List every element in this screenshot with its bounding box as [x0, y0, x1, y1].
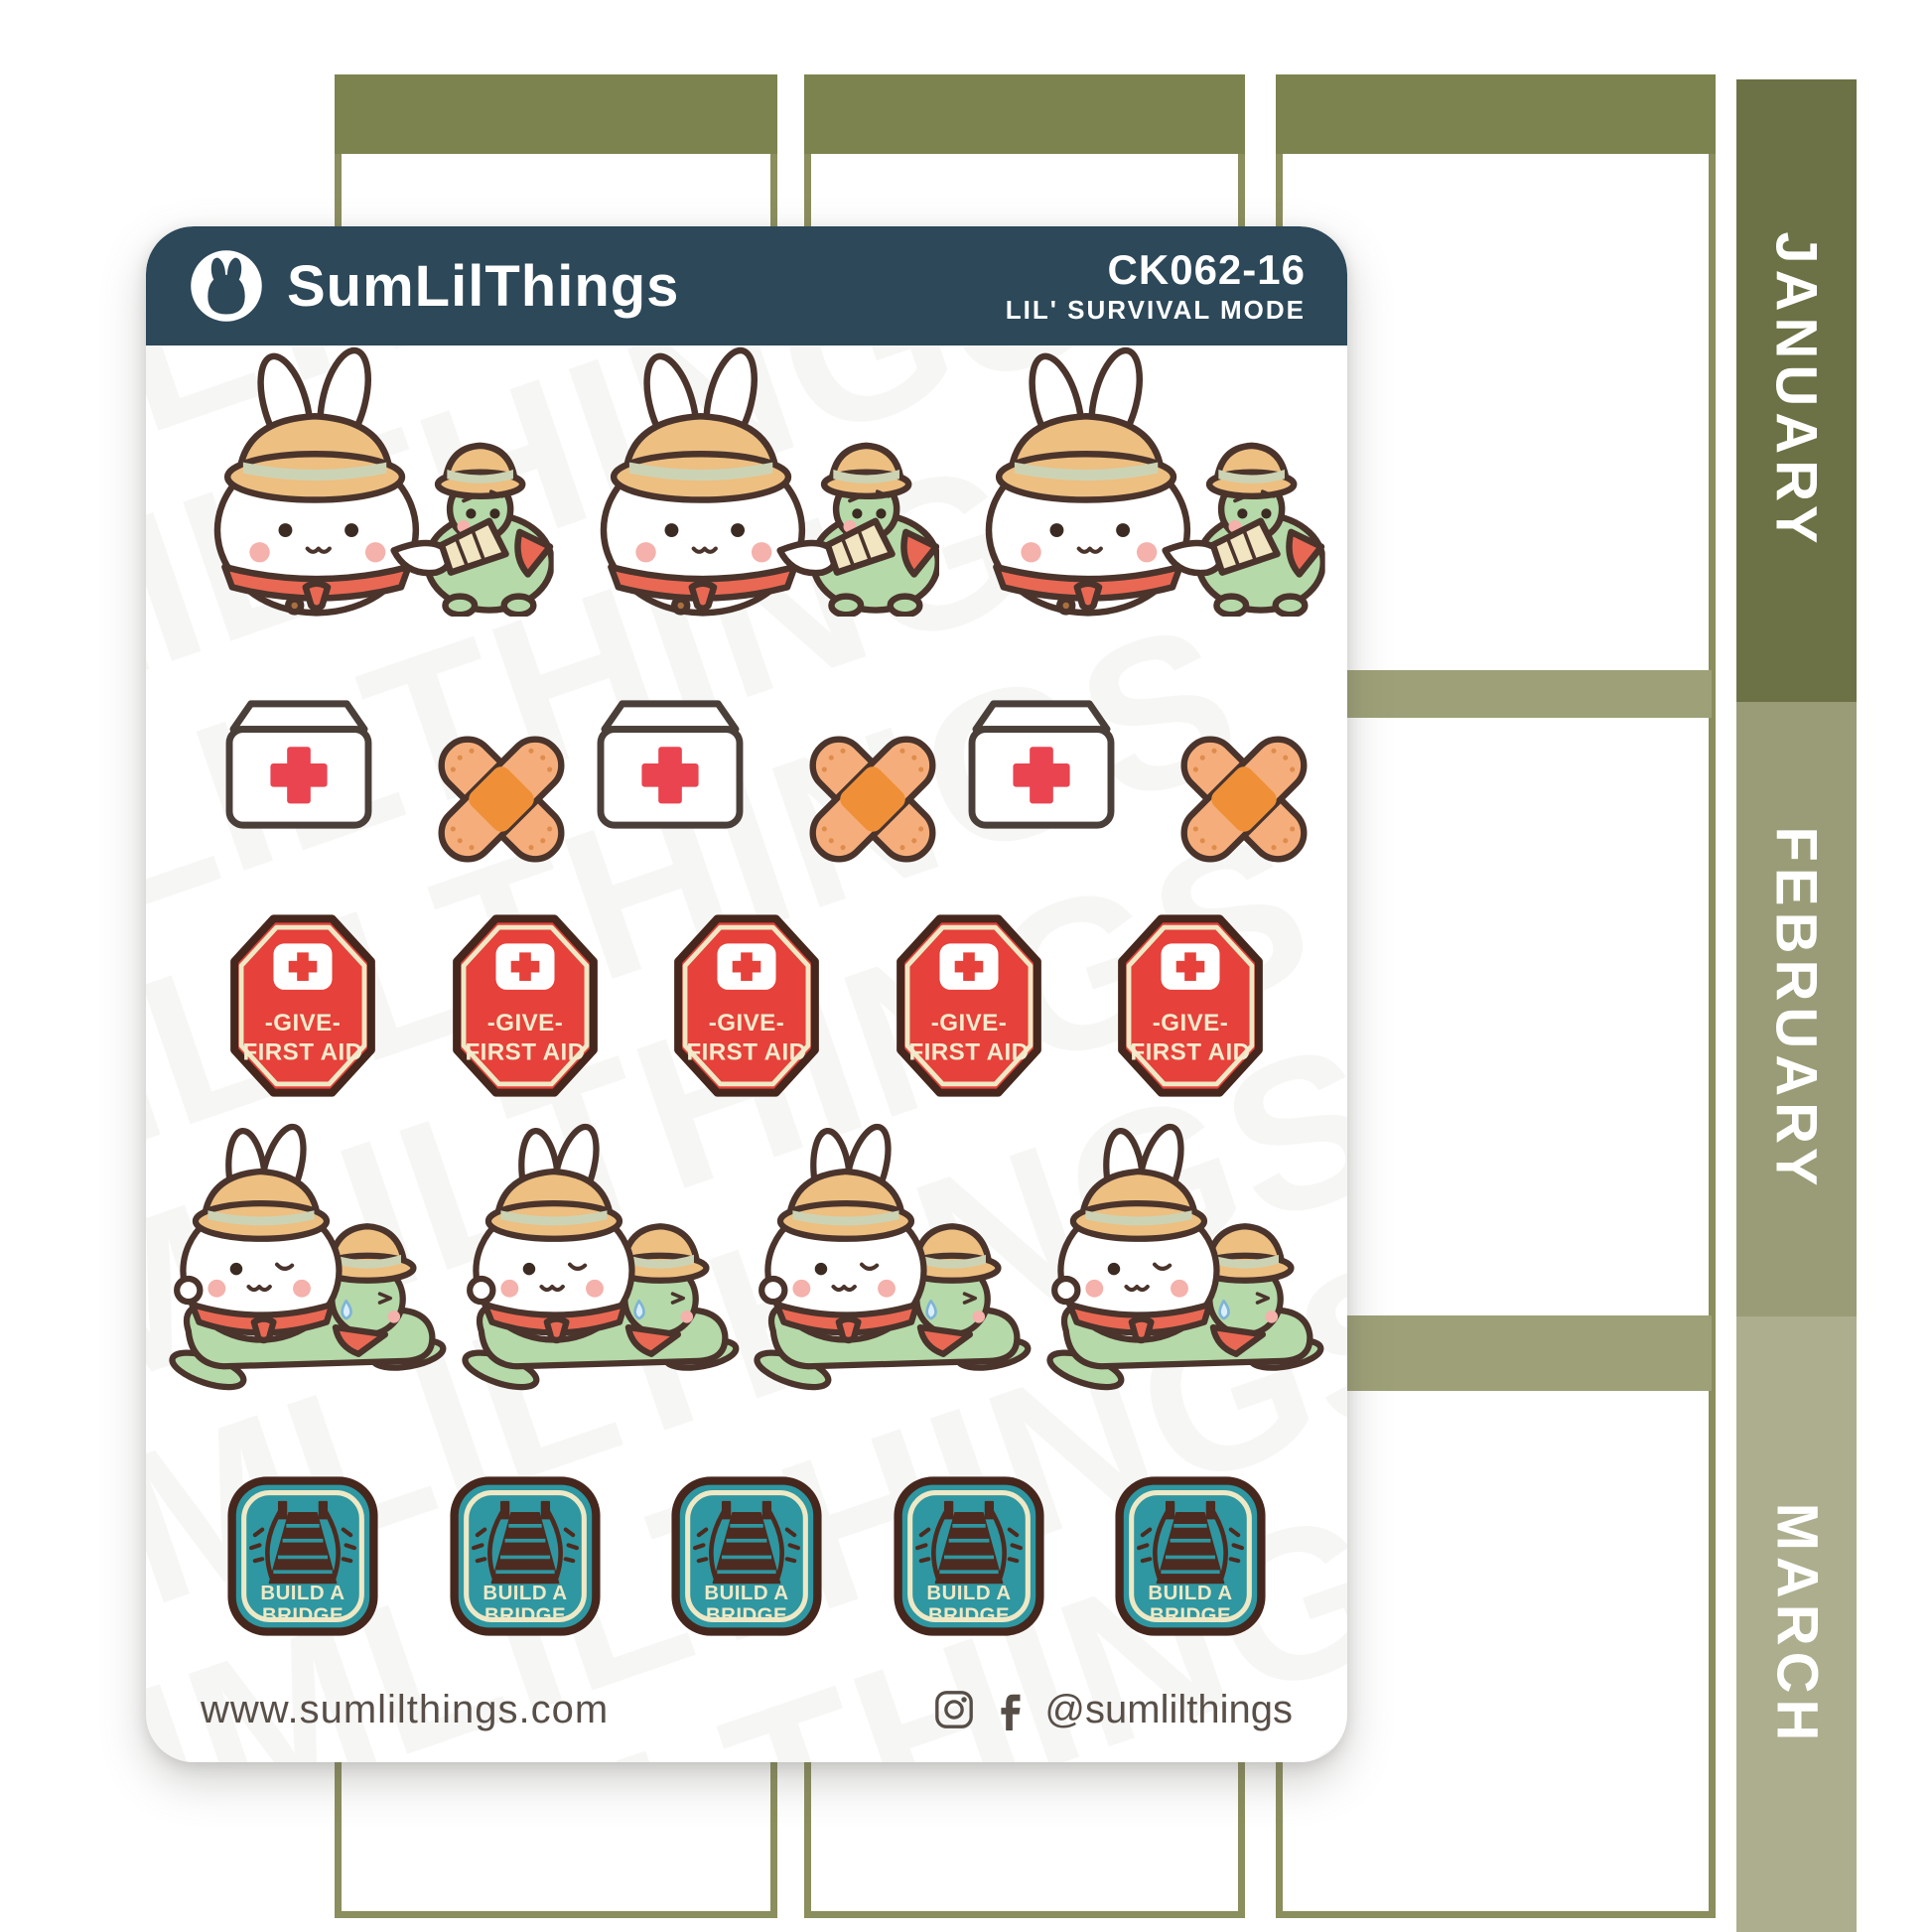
svg-text:BUILD A: BUILD A [926, 1583, 1011, 1604]
planner-column-header [804, 74, 1245, 154]
sticker-crossed-bandages [1159, 714, 1329, 885]
svg-text:FIRST AID: FIRST AID [242, 1039, 362, 1066]
svg-text:-GIVE-: -GIVE- [1153, 1010, 1228, 1036]
month-tab-label: MARCH [1764, 1502, 1830, 1746]
product-title: LIL' SURVIVAL MODE [1005, 295, 1306, 326]
sticker-bunny-riding-turtle [162, 1117, 455, 1407]
svg-text:-GIVE-: -GIVE- [709, 1010, 784, 1036]
brand-logo-bunny-icon [191, 250, 262, 322]
svg-text:FIRST AID: FIRST AID [1130, 1039, 1250, 1066]
badge-build-a-bridge: BUILD A -BRIDGE- [892, 1474, 1046, 1638]
svg-text:-BRIDGE-: -BRIDGE- [255, 1604, 351, 1626]
sheet-header: SumLilThings CK062-16 LIL' SURVIVAL MODE [146, 226, 1347, 345]
sticker-crossed-bandages [416, 714, 587, 885]
social-handle: @sumlilthings [1044, 1687, 1293, 1731]
month-tab-march: MARCH [1736, 1316, 1857, 1932]
sticker-pair [215, 696, 587, 897]
sticker-bunny-riding-turtle [1039, 1117, 1332, 1407]
badge-build-a-bridge: BUILD A -BRIDGE- [225, 1474, 380, 1638]
month-tab-label: FEBRUARY [1764, 826, 1830, 1192]
sheet-footer: www.sumlilthings.com @sumlilthings [201, 1678, 1293, 1741]
sticker-first-aid-kit [958, 696, 1125, 833]
sticker-bunny-bandaging-turtle [168, 346, 554, 617]
svg-text:-GIVE-: -GIVE- [930, 1010, 1006, 1036]
month-tab-february: FEBRUARY [1736, 702, 1857, 1316]
svg-text:BUILD A: BUILD A [483, 1583, 567, 1604]
sticker-bunny-riding-turtle [455, 1117, 748, 1407]
sticker-sheet: SUMLILTHINGS SUMLILTHINGS SUMLILTHINGS S… [146, 226, 1347, 1762]
sticker-row-3: -GIVE- FIRST AID -GIVE- FIRST AID -GIVE-… [146, 906, 1347, 1105]
brand-wordmark: SumLilThings [287, 253, 680, 319]
sticker-row-2 [146, 691, 1347, 901]
sticker-bunny-bandaging-turtle [939, 346, 1325, 617]
sticker-crossed-bandages [787, 714, 958, 885]
badge-build-a-bridge: BUILD A -BRIDGE- [669, 1474, 824, 1638]
badge-build-a-bridge: BUILD A -BRIDGE- [1113, 1474, 1268, 1638]
svg-text:-BRIDGE-: -BRIDGE- [699, 1604, 795, 1626]
product-code: CK062-16 [1107, 246, 1306, 294]
svg-text:BUILD A: BUILD A [260, 1583, 345, 1604]
svg-text:FIRST AID: FIRST AID [908, 1039, 1029, 1066]
website-url: www.sumlilthings.com [201, 1687, 610, 1731]
badge-build-a-bridge: BUILD A -BRIDGE- [448, 1474, 603, 1638]
sticker-bunny-bandaging-turtle [554, 346, 940, 617]
svg-text:BUILD A: BUILD A [704, 1583, 788, 1604]
sticker-pair [587, 696, 958, 897]
svg-text:-BRIDGE-: -BRIDGE- [1143, 1604, 1239, 1626]
badge-give-first-aid: -GIVE- FIRST AID [1115, 911, 1266, 1100]
svg-text:-BRIDGE-: -BRIDGE- [920, 1604, 1017, 1626]
planner-column-header [1276, 74, 1716, 154]
sticker-first-aid-kit [215, 696, 382, 833]
instagram-icon [935, 1691, 974, 1728]
month-tab-label: JANUARY [1764, 231, 1829, 550]
badge-give-first-aid: -GIVE- FIRST AID [894, 911, 1044, 1100]
sticker-row-5: BUILD A -BRIDGE- BUILD A -BRIDGE- BUILD … [146, 1465, 1347, 1646]
sticker-first-aid-kit [587, 696, 754, 833]
svg-text:-GIVE-: -GIVE- [486, 1010, 562, 1036]
svg-text:-BRIDGE-: -BRIDGE- [477, 1604, 573, 1626]
badge-give-first-aid: -GIVE- FIRST AID [671, 911, 822, 1100]
planner-column-header [335, 74, 777, 154]
facebook-icon [1001, 1694, 1021, 1730]
svg-text:FIRST AID: FIRST AID [465, 1039, 585, 1066]
sticker-row-4 [146, 1115, 1347, 1408]
badge-give-first-aid: -GIVE- FIRST AID [227, 911, 378, 1100]
month-tab-january: JANUARY [1736, 79, 1857, 702]
sticker-bunny-riding-turtle [747, 1117, 1039, 1407]
badge-give-first-aid: -GIVE- FIRST AID [450, 911, 601, 1100]
svg-text:-GIVE-: -GIVE- [265, 1010, 341, 1036]
svg-text:BUILD A: BUILD A [1148, 1583, 1232, 1604]
sticker-pair [958, 696, 1329, 897]
svg-text:FIRST AID: FIRST AID [686, 1039, 806, 1066]
sticker-row-1 [146, 347, 1347, 616]
